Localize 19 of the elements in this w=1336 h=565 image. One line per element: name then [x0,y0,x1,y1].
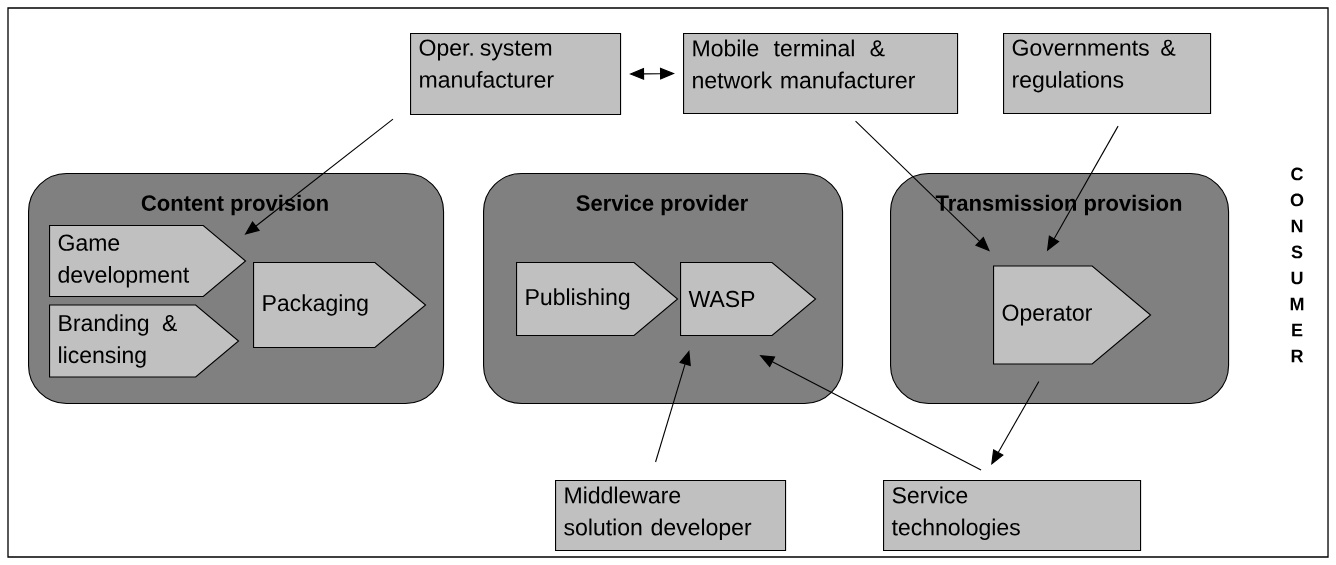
vertical-letter: C [1291,167,1304,181]
chevron-box: Publishing [516,261,679,337]
vertical-letter: S [1291,245,1303,259]
arrow [655,350,691,463]
vertical-letter: E [1292,323,1303,337]
vertical-letter: M [1290,297,1304,311]
box: Governments & regulations [1003,33,1212,115]
vertical-letter: U [1291,271,1303,285]
chevron-box: Operator [993,265,1152,365]
vertical-letter: R [1291,349,1304,363]
box: Mobile terminal & network manufacturer [683,33,959,115]
box: Service technologies [883,480,1142,552]
chevron-box: WASP [680,261,817,337]
box: Middleware solution developer [555,480,787,552]
box: Oper. system manufacturer [410,33,622,116]
vertical-letter: O [1290,193,1304,207]
arrow [991,381,1040,465]
chevron-box: Packaging [253,261,427,349]
vertical-letter: N [1291,219,1303,233]
